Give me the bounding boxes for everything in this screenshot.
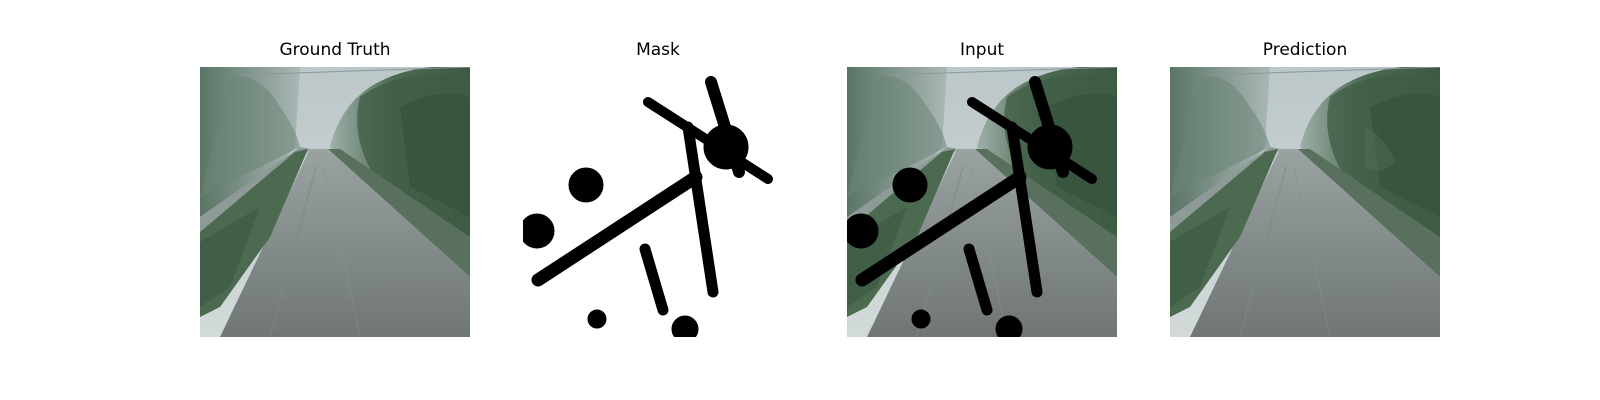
mask-title: Mask <box>636 40 680 60</box>
ground-truth-panel: Ground Truth <box>200 38 470 340</box>
prediction-panel: Prediction <box>1170 38 1440 340</box>
prediction-image <box>1170 67 1440 337</box>
ground-truth-title: Ground Truth <box>279 40 391 60</box>
mask-panel: Mask <box>523 38 793 340</box>
input-panel: Input <box>847 38 1117 340</box>
mask-image <box>523 67 793 337</box>
ground-truth-image <box>200 67 470 337</box>
input-title: Input <box>959 40 1005 60</box>
prediction-title: Prediction <box>1262 40 1348 60</box>
input-image <box>847 67 1117 337</box>
